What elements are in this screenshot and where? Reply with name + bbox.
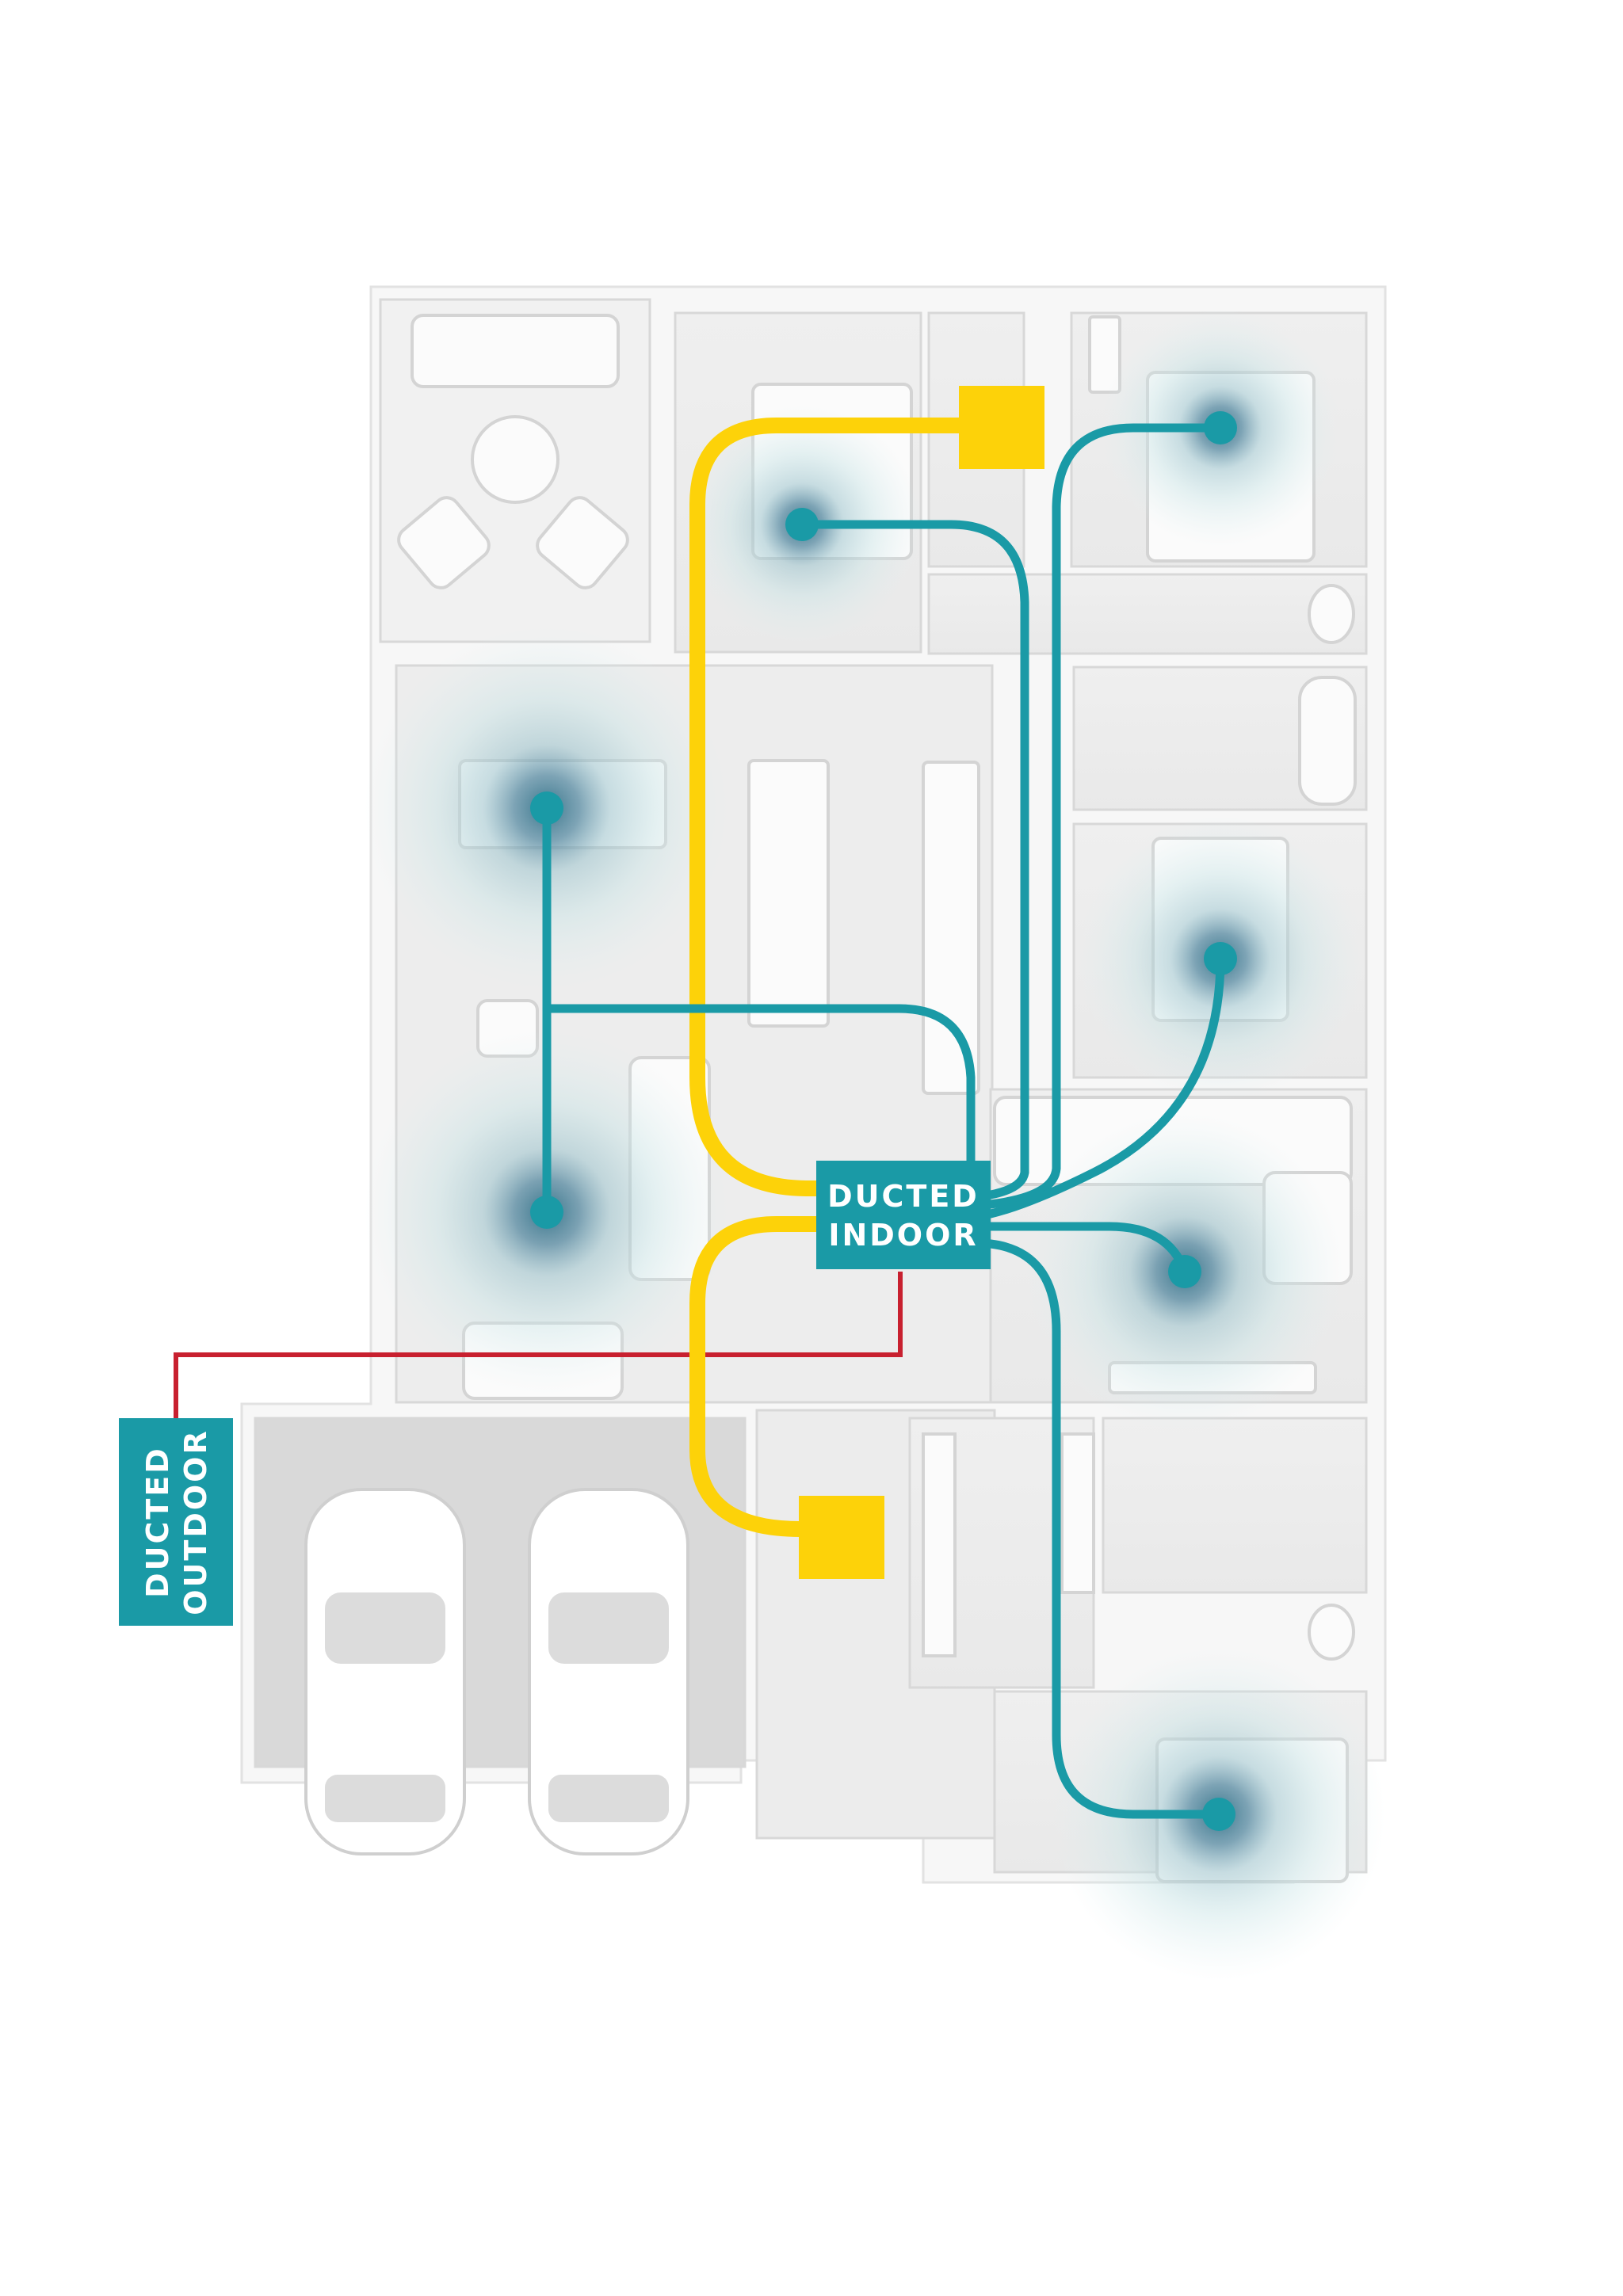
outdoor-chair [536, 496, 629, 589]
supply-outlet-icon [530, 791, 563, 825]
car-icon [304, 1488, 466, 1855]
robe-shelf [922, 1432, 957, 1657]
supply-outlet-icon [1168, 1255, 1201, 1288]
linen-shelf [1088, 315, 1121, 394]
kitchen-bench [922, 761, 980, 1095]
robe-shelf [1060, 1432, 1095, 1594]
supply-outlet-icon [530, 1196, 563, 1229]
return-air-grille-icon [959, 386, 1044, 469]
toilet [1308, 1604, 1355, 1661]
car-icon [528, 1488, 689, 1855]
return-duct [689, 1216, 816, 1537]
outdoor-chair [397, 496, 491, 589]
toilet [1308, 584, 1355, 644]
bathtub [1298, 676, 1357, 806]
supply-outlet-icon [1202, 1798, 1235, 1831]
supply-duct [797, 520, 1029, 1199]
supply-outlet-icon [1204, 411, 1237, 444]
hall-north [927, 573, 1368, 655]
indoor-unit-label-line1: DUCTED [827, 1179, 980, 1214]
outdoor-unit-label-line2: OUTDOOR [178, 1428, 213, 1615]
supply-duct [986, 423, 1225, 1209]
supply-duct [542, 1004, 976, 1189]
outdoor-unit-label-line1: DUCTED [140, 1446, 175, 1598]
supply-duct [986, 1239, 1224, 1819]
return-air-grille-icon [799, 1496, 884, 1579]
outdoor-sofa [411, 314, 620, 388]
refrigerant-line [174, 1272, 903, 1418]
outdoor-table [471, 415, 559, 504]
return-duct [689, 418, 963, 1196]
supply-outlets [530, 411, 1237, 1831]
supply-duct [986, 954, 1225, 1219]
kitchen-island [747, 759, 830, 1028]
indoor-unit-label-line2: INDOOR [828, 1218, 978, 1253]
supply-outlet-icon [1204, 942, 1237, 975]
return-air-ducts [689, 418, 963, 1537]
ensuite [1102, 1417, 1368, 1594]
ducted-outdoor-unit: DUCTED OUTDOOR [119, 1418, 233, 1626]
supply-outlet-icon [785, 508, 819, 541]
ducted-indoor-unit: DUCTED INDOOR [816, 1161, 991, 1269]
